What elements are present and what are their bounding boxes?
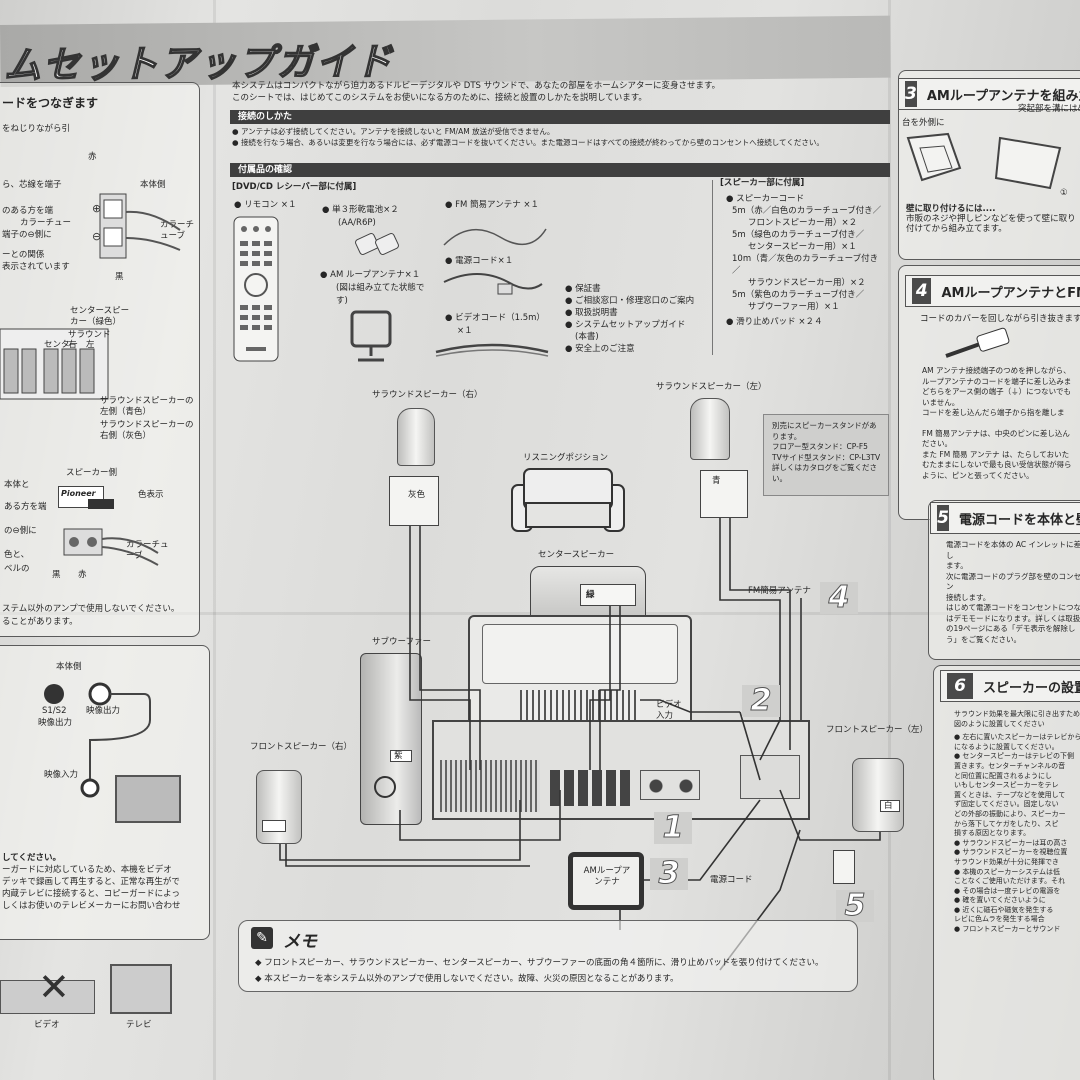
step-number-4: 4 [820, 582, 858, 614]
cord-cover-icon [945, 327, 1010, 358]
terminal-box [880, 800, 900, 812]
remote-control-icon [233, 216, 279, 362]
surround-right-label: サラウンドスピーカー（右） [372, 390, 483, 400]
fold-line [888, 0, 891, 1080]
speaker-side-terminal-icon [63, 528, 159, 566]
tv-icon [115, 775, 181, 823]
speaker-accessories-heading: [スピーカー部に付属] [720, 178, 805, 188]
pad-label: ● 滑り止めパッド ×２４ [726, 317, 823, 327]
document-list: ● 保証書 ● ご相談窓口・修理窓口のご案内 ● 取扱説明書 ● システムセット… [565, 284, 695, 354]
tv-screen [482, 624, 678, 684]
step-4-text: AM アンテナ接続端子のつめを押しながら、ループアンテナのコードを端子に差し込み… [922, 366, 1072, 480]
speaker-terminal-icon: ⊕ ⊖ [92, 193, 181, 259]
power-cord-icon [443, 273, 543, 295]
remote-label: ● リモコン ×１ [234, 200, 297, 210]
svg-text:⊕: ⊕ [92, 202, 101, 215]
copyguard-note: してください。 ーガードに対応しているため、本機をビデオ デッキで録画して再生す… [2, 853, 181, 911]
battery-icon [355, 233, 399, 255]
front-speaker-right [256, 770, 302, 844]
surround-speaker-left [690, 398, 730, 460]
am-assembly-icon [906, 132, 1062, 190]
video-cord-icon [435, 343, 549, 357]
wall-outlet [833, 850, 855, 884]
av-jacks [640, 770, 700, 800]
step-number-2: 2 [742, 685, 780, 717]
antenna-terminal [740, 755, 800, 799]
battery-sub-label: (AA/R6P) [338, 218, 376, 228]
divider [712, 180, 713, 355]
terminal-box [389, 476, 439, 526]
terminal-box [580, 584, 636, 606]
receiver-speaker-terminals-icon [0, 328, 109, 400]
subwoofer [360, 653, 422, 825]
subwoofer-label: サブウーファー [372, 637, 431, 647]
am-loop-antenna-icon [350, 310, 392, 362]
step-5-header: 5 電源コードを本体と壁 [930, 502, 1080, 534]
surround-left-label: サラウンドスピーカー（左） [656, 382, 767, 392]
step-6-panel [933, 665, 1080, 1080]
power-cord-label: 電源コード [710, 875, 753, 885]
step-6-header: 6 スピーカーの設置 [940, 670, 1080, 702]
memo-box: ✎ メモ ◆ フロントスピーカー、サラウンドスピーカー、センタースピーカー、サブ… [238, 920, 858, 992]
receiver-accessories-heading: [DVD/CD レシーバー部に付属] [232, 182, 357, 192]
speaker-terminals [550, 770, 630, 806]
am-loop-antenna [568, 852, 644, 910]
step-number-1: 1 [654, 812, 692, 844]
cross-mark-icon: ✕ [38, 965, 70, 1009]
fm-antenna-label: ● FM 簡易アンテナ ×１ [445, 200, 540, 210]
video-connection-icon [44, 682, 151, 798]
memo-title: メモ [283, 932, 317, 952]
speaker-cord-list: ● スピーカーコード 5m（赤／白色のカラーチューブ付き／ フロントスピーカー用… [726, 194, 882, 312]
fm-antenna-wire [800, 598, 802, 758]
step-5-text: 電源コードを本体の AC インレットに差します。次に電源コードのプラグ部を壁のコ… [946, 540, 1080, 644]
connection-notes: ● アンテナは必ず接続してください。アンテナを接続しないと FM/AM 放送が受… [232, 127, 824, 147]
step-3-header: 3 AMループアンテナを組み立 [898, 78, 1080, 110]
section-accessories-bar: 付属品の確認 [230, 163, 890, 177]
listening-position-label: リスニングポジション [523, 453, 609, 463]
fm-antenna-icon [443, 228, 547, 246]
step-number-5: 5 [836, 890, 874, 922]
front-left-label: フロントスピーカー（左） [826, 725, 929, 735]
front-speaker-left [852, 758, 904, 832]
front-right-label: フロントスピーカー（右） [250, 742, 353, 752]
tv-icon [110, 964, 172, 1014]
subwoofer-terminal [374, 776, 396, 798]
receiver-vent [440, 760, 540, 812]
section-connection-bar: 接続のしかた [230, 110, 890, 124]
step-number-3: 3 [650, 858, 688, 890]
step-6-text: サラウンド効果を最大限に引き出すため図のように設置してください ● 左右に置いた… [954, 710, 1080, 934]
left-heading: ードをつなぎます [2, 96, 99, 110]
fm-antenna-label: FM簡易アンテナ [748, 586, 811, 596]
color-indicator [88, 499, 114, 509]
pencil-icon: ✎ [251, 927, 273, 949]
stand-note-box: 別売にスピーカースタンドがあります。 フロアー型スタンド：CP-F5 TVサイド… [763, 414, 889, 496]
power-cord-label: ● 電源コード×１ [445, 256, 514, 266]
terminal-box [700, 470, 748, 518]
video-cord-label: ● ビデオコード（1.5m） [445, 313, 545, 323]
am-antenna-label: ● AM ループアンテナ×１ [320, 270, 421, 280]
center-speaker-label: センタースピーカー [538, 550, 615, 560]
intro-text: 本システムはコンパクトながら迫力あるドルビーデジタルや DTS サウンドで、あな… [232, 81, 721, 103]
svg-text:⊖: ⊖ [92, 230, 101, 243]
step-4-header: 4 AMループアンテナとFM [905, 275, 1080, 307]
fold-line [213, 0, 216, 1080]
terminal-box [262, 820, 286, 832]
sofa-icon [511, 468, 625, 532]
battery-label: ● 単３形乾電池×２ [322, 205, 399, 215]
surround-speaker-right [397, 408, 435, 466]
video-deck-icon [0, 980, 95, 1014]
